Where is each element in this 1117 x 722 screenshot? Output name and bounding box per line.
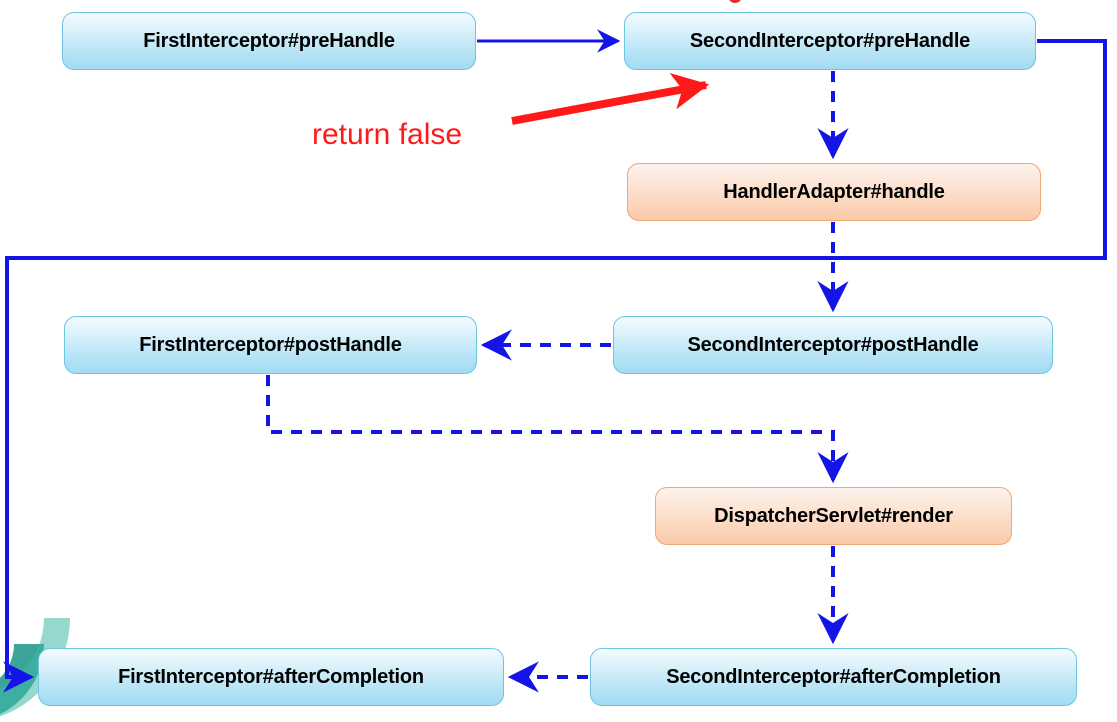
node-dispatcher-servlet-render[interactable]: DispatcherServlet#render	[655, 487, 1012, 545]
node-label: FirstInterceptor#afterCompletion	[118, 666, 424, 688]
node-second-interceptor-posthandle[interactable]: SecondInterceptor#postHandle	[613, 316, 1053, 374]
node-label: SecondInterceptor#postHandle	[687, 334, 979, 356]
annotation-arrow-return-false	[511, 73, 710, 125]
edge-bypass-second-pre-to-first-after	[2, 39, 1107, 693]
node-first-interceptor-posthandle[interactable]: FirstInterceptor#postHandle	[64, 316, 477, 374]
annotation-text: return false	[312, 118, 463, 151]
node-label: HandlerAdapter#handle	[723, 181, 945, 203]
node-label: DispatcherServlet#render	[714, 505, 953, 527]
node-label: SecondInterceptor#preHandle	[689, 30, 971, 52]
clipped-red-mark	[729, 0, 741, 3]
node-second-interceptor-prehandle[interactable]: SecondInterceptor#preHandle	[624, 12, 1036, 70]
node-second-interceptor-aftercompletion[interactable]: SecondInterceptor#afterCompletion	[590, 648, 1077, 706]
node-first-interceptor-prehandle[interactable]: FirstInterceptor#preHandle	[62, 12, 476, 70]
node-label: FirstInterceptor#preHandle	[143, 30, 395, 52]
node-label: SecondInterceptor#afterCompletion	[666, 666, 1001, 688]
node-label: FirstInterceptor#postHandle	[139, 334, 402, 356]
node-first-interceptor-aftercompletion[interactable]: FirstInterceptor#afterCompletion	[38, 648, 504, 706]
annotation-return-false: return false	[312, 118, 462, 152]
edge-first-post-to-dispatcher-render	[266, 375, 849, 484]
node-handler-adapter-handle[interactable]: HandlerAdapter#handle	[627, 163, 1041, 221]
